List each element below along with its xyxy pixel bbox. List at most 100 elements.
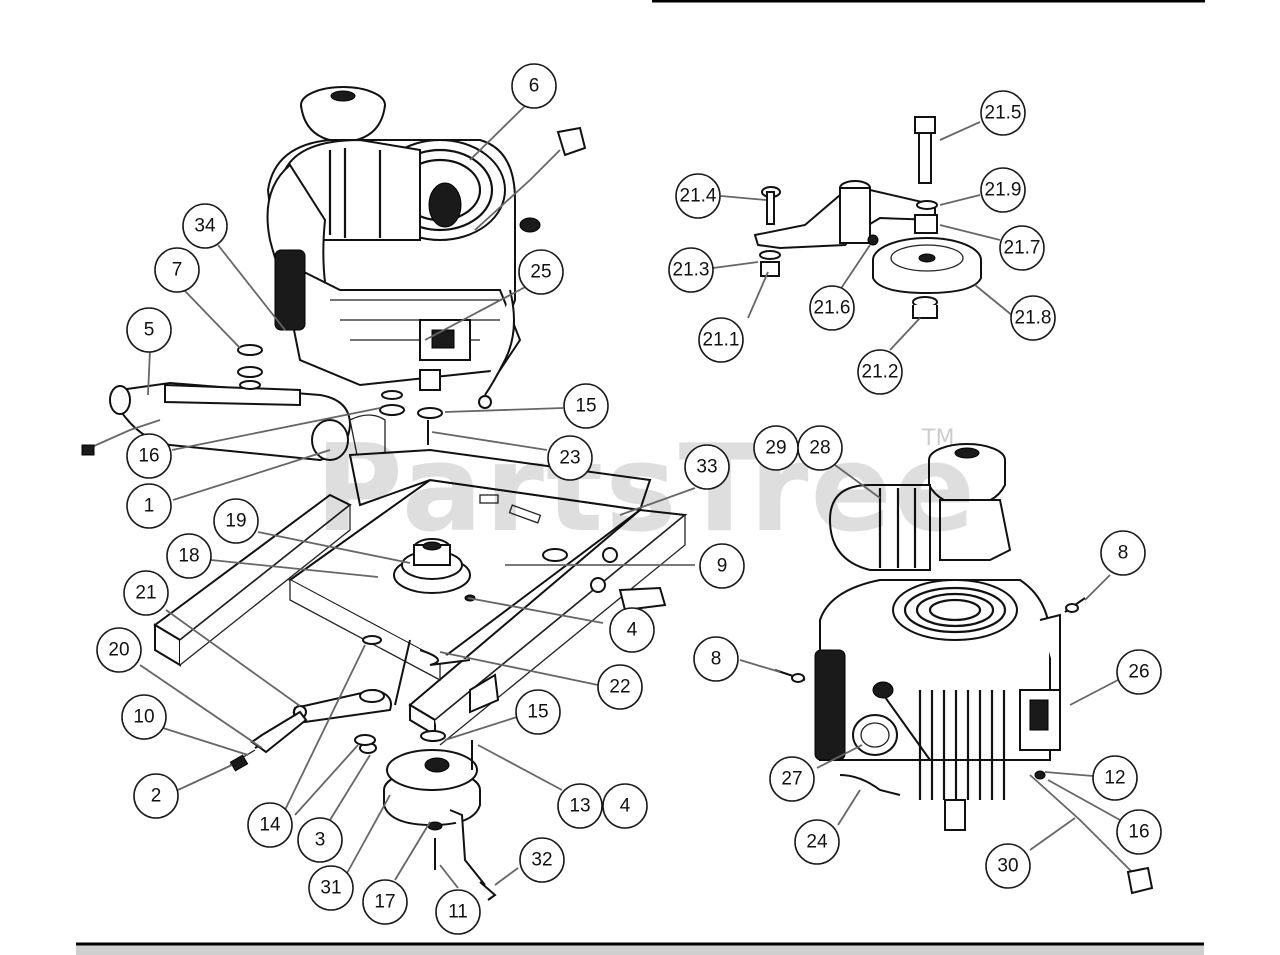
callout-21-8[interactable]: 21.8 <box>1010 295 1056 341</box>
callout-14[interactable]: 14 <box>247 802 293 848</box>
callout-24[interactable]: 24 <box>794 819 840 865</box>
callout-1[interactable]: 1 <box>126 483 172 529</box>
svg-text:15: 15 <box>575 396 596 417</box>
callout-23[interactable]: 23 <box>547 435 593 481</box>
callout-11[interactable]: 11 <box>435 889 481 935</box>
callout-21-9[interactable]: 21.9 <box>980 167 1026 213</box>
callout-17[interactable]: 17 <box>362 879 408 925</box>
svg-text:21.2: 21.2 <box>862 362 899 383</box>
svg-text:10: 10 <box>133 707 154 728</box>
callout-21[interactable]: 21 <box>123 570 169 616</box>
svg-text:24: 24 <box>806 832 828 853</box>
callout-6[interactable]: 6 <box>511 63 557 109</box>
svg-text:20: 20 <box>108 640 129 661</box>
callout-16-left[interactable]: 16 <box>126 433 172 479</box>
svg-text:21.6: 21.6 <box>814 298 851 319</box>
frame <box>153 448 688 746</box>
callout-26[interactable]: 26 <box>1116 649 1162 695</box>
svg-text:21.3: 21.3 <box>673 260 710 281</box>
svg-text:23: 23 <box>559 448 580 469</box>
callout-2[interactable]: 2 <box>133 773 179 819</box>
callout-3[interactable]: 3 <box>297 817 343 863</box>
callout-28[interactable]: 28 <box>797 425 843 471</box>
callout-21-7[interactable]: 21.7 <box>999 225 1045 271</box>
callout-27[interactable]: 27 <box>769 756 815 802</box>
callout-8-right[interactable]: 8 <box>1100 530 1146 576</box>
svg-text:21: 21 <box>135 583 156 604</box>
svg-text:14: 14 <box>259 815 281 836</box>
callout-18[interactable]: 18 <box>166 533 212 579</box>
callout-21-5[interactable]: 21.5 <box>980 90 1026 136</box>
svg-text:22: 22 <box>609 677 630 698</box>
callout-21-1[interactable]: 21.1 <box>698 317 744 363</box>
callout-8-left[interactable]: 8 <box>693 636 739 682</box>
svg-text:26: 26 <box>1128 662 1149 683</box>
callout-34[interactable]: 34 <box>182 203 228 249</box>
callout-20[interactable]: 20 <box>96 627 142 673</box>
watermark: PartsTree TM <box>315 420 977 559</box>
svg-text:16: 16 <box>1128 822 1149 843</box>
leader-lines <box>139 103 1121 889</box>
callout-33[interactable]: 33 <box>684 444 730 490</box>
svg-text:4: 4 <box>627 620 638 641</box>
svg-text:21.8: 21.8 <box>1015 308 1052 329</box>
main-engine <box>266 86 587 409</box>
callout-32[interactable]: 32 <box>519 837 565 883</box>
callout-21-4[interactable]: 21.4 <box>675 173 721 219</box>
svg-text:6: 6 <box>529 76 540 97</box>
svg-text:28: 28 <box>809 438 830 459</box>
callout-12[interactable]: 12 <box>1092 755 1138 801</box>
callout-30[interactable]: 30 <box>985 843 1031 889</box>
svg-text:30: 30 <box>997 856 1018 877</box>
svg-text:31: 31 <box>320 878 341 899</box>
callout-13[interactable]: 13 <box>557 783 603 829</box>
svg-text:25: 25 <box>530 262 551 283</box>
svg-text:11: 11 <box>448 902 468 923</box>
callout-15-top[interactable]: 15 <box>563 383 609 429</box>
svg-text:21.4: 21.4 <box>680 186 717 207</box>
svg-text:8: 8 <box>1118 543 1129 564</box>
callout-19[interactable]: 19 <box>213 498 259 544</box>
callout-31[interactable]: 31 <box>308 865 354 911</box>
svg-text:9: 9 <box>717 556 728 577</box>
svg-text:15: 15 <box>527 702 548 723</box>
callout-15-low[interactable]: 15 <box>515 689 561 735</box>
svg-text:29: 29 <box>765 438 786 459</box>
svg-text:4: 4 <box>620 796 631 817</box>
svg-text:21.9: 21.9 <box>985 180 1022 201</box>
svg-text:19: 19 <box>225 511 246 532</box>
callout-4-low[interactable]: 4 <box>602 783 648 829</box>
callout-25[interactable]: 25 <box>518 249 564 295</box>
svg-text:12: 12 <box>1104 768 1125 789</box>
callout-21-2[interactable]: 21.2 <box>857 349 903 395</box>
callout-4-mid[interactable]: 4 <box>609 607 655 653</box>
callouts: 6 34 7 25 5 15 16 23 33 1 19 18 9 21 4 2… <box>96 63 1162 935</box>
svg-text:34: 34 <box>194 216 216 237</box>
svg-text:2: 2 <box>151 786 162 807</box>
idler-pulley-assembly <box>753 116 982 319</box>
callout-16-right[interactable]: 16 <box>1116 809 1162 855</box>
svg-text:18: 18 <box>178 546 199 567</box>
callout-7[interactable]: 7 <box>154 247 200 293</box>
svg-text:8: 8 <box>711 649 722 670</box>
footer-band <box>76 944 1204 955</box>
svg-text:33: 33 <box>696 457 717 478</box>
callout-22[interactable]: 22 <box>597 664 643 710</box>
exhaust-hardware <box>237 344 443 445</box>
svg-text:32: 32 <box>531 850 552 871</box>
svg-text:5: 5 <box>144 320 155 341</box>
callout-10[interactable]: 10 <box>121 694 167 740</box>
svg-text:21.1: 21.1 <box>703 330 740 351</box>
svg-text:16: 16 <box>138 446 159 467</box>
callout-29[interactable]: 29 <box>753 425 799 471</box>
callout-9[interactable]: 9 <box>699 543 745 589</box>
callout-21-6[interactable]: 21.6 <box>809 285 855 331</box>
idler-assembly <box>229 635 446 772</box>
callout-21-3[interactable]: 21.3 <box>668 247 714 293</box>
callout-5[interactable]: 5 <box>126 307 172 353</box>
svg-text:21.7: 21.7 <box>1004 238 1041 259</box>
pto-clutch <box>383 740 497 901</box>
svg-text:PartsTree: PartsTree <box>315 420 977 559</box>
svg-text:TM: TM <box>921 426 954 451</box>
